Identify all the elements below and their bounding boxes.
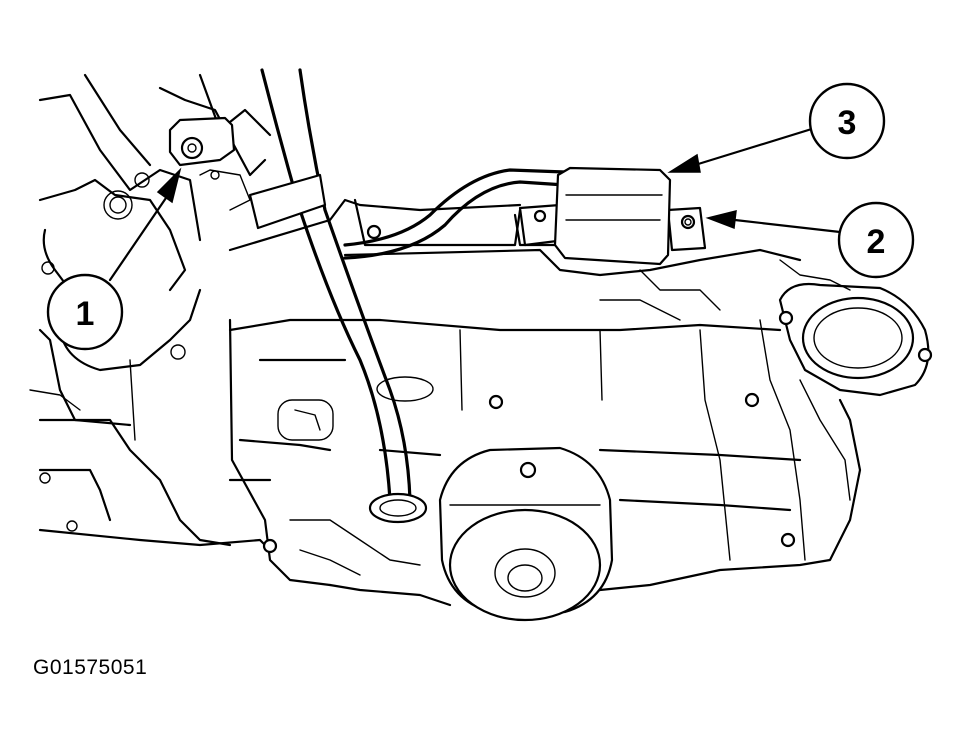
callout-3-label: 3 [838,104,857,142]
figure-id-label: G01575051 [33,656,148,679]
lower-cover [438,446,614,622]
transmission-case [228,198,862,607]
right-cover [778,282,933,501]
wiring-harness [343,168,567,260]
dipstick-tube [248,68,428,524]
control-module [518,166,707,266]
callout-1: 1 [46,273,124,351]
callout-2-label: 2 [867,223,886,261]
callout-2: 2 [837,201,915,279]
callout-3: 3 [808,82,886,160]
case-bolts [262,224,796,554]
sensor-connector [168,116,251,211]
callout-1-label: 1 [76,295,95,333]
leader-arrows [108,126,842,282]
